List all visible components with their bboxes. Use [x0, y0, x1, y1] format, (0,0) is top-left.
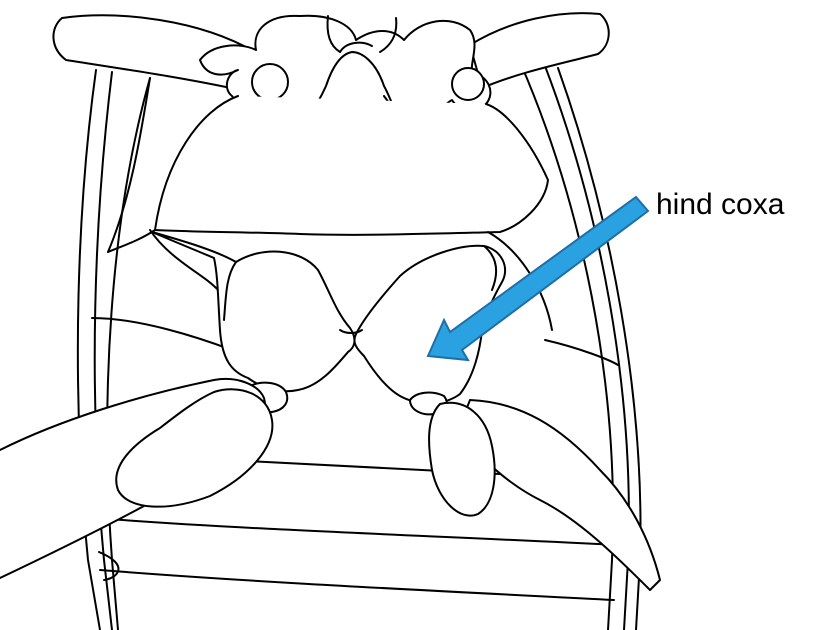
- mesothorax: [108, 78, 548, 252]
- hind-coxa-label: hind coxa: [656, 188, 785, 221]
- right-front-leg: [470, 13, 609, 88]
- left-hind-leg: [0, 379, 272, 578]
- left-body-wall: [78, 70, 150, 630]
- left-hind-coxa: [152, 232, 354, 391]
